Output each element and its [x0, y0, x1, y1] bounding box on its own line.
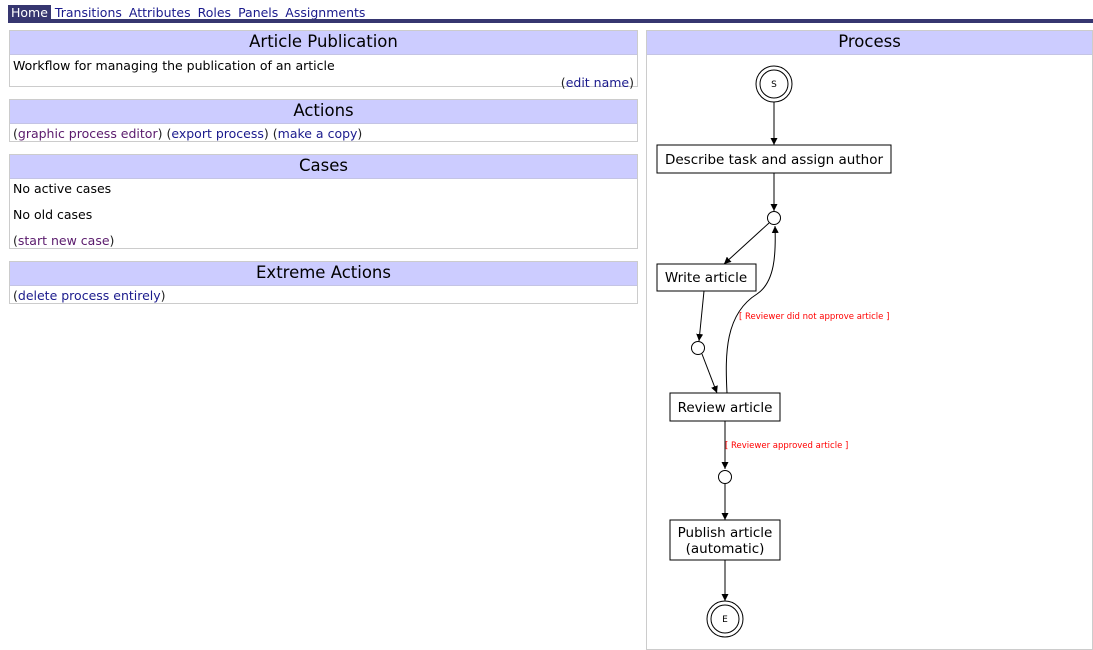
- make-copy-link[interactable]: make a copy: [277, 126, 358, 141]
- edge-place-to-write: [723, 222, 770, 265]
- start-case-row: (start new case): [13, 233, 115, 248]
- start-node[interactable]: S: [755, 65, 793, 103]
- nav-divider: [8, 19, 1093, 23]
- task-review[interactable]: Review article: [669, 392, 781, 422]
- tab-home[interactable]: Home: [8, 5, 51, 20]
- cases-panel: Cases No active cases No old cases (star…: [9, 154, 638, 249]
- place-after-describe[interactable]: [767, 211, 781, 225]
- edge-write-to-place: [696, 290, 705, 342]
- end-node[interactable]: E: [706, 600, 744, 638]
- extreme-actions-panel: Extreme Actions (delete process entirely…: [9, 261, 638, 304]
- tab-assignments[interactable]: Assignments: [285, 5, 366, 20]
- task-publish-label-line1: Publish article: [678, 525, 773, 541]
- task-write[interactable]: Write article: [656, 263, 757, 292]
- graphic-process-editor-link[interactable]: graphic process editor: [17, 126, 158, 141]
- actions-panel: Actions (graphic process editor) (export…: [9, 99, 638, 142]
- task-write-label: Write article: [665, 270, 747, 286]
- actions-title: Actions: [10, 100, 637, 124]
- task-describe-label: Describe task and assign author: [665, 152, 883, 168]
- extreme-actions-title: Extreme Actions: [10, 262, 637, 286]
- process-diagram: S Describe task and assign author Write …: [656, 65, 892, 638]
- cases-title: Cases: [10, 155, 637, 179]
- workflow-description: Workflow for managing the publication of…: [13, 58, 335, 73]
- delete-process-link[interactable]: delete process entirely: [17, 288, 161, 303]
- export-process-link[interactable]: export process: [171, 126, 264, 141]
- task-describe[interactable]: Describe task and assign author: [656, 144, 892, 174]
- task-publish[interactable]: Publish article (automatic): [669, 519, 781, 561]
- active-cases-text: No active cases: [13, 181, 112, 196]
- place-after-review[interactable]: [718, 470, 732, 484]
- tab-transitions[interactable]: Transitions: [54, 5, 122, 20]
- article-publication-title: Article Publication: [10, 31, 637, 55]
- tab-attributes[interactable]: Attributes: [128, 5, 191, 20]
- end-node-label: E: [722, 615, 728, 625]
- process-title: Process: [647, 31, 1092, 55]
- edge-place-to-review: [701, 353, 718, 394]
- tab-roles[interactable]: Roles: [197, 5, 232, 20]
- top-navigation: Home Transitions Attributes Roles Panels…: [8, 4, 369, 20]
- place-after-write[interactable]: [691, 341, 705, 355]
- process-panel: Process S Describe task and assign autho…: [646, 30, 1093, 650]
- edge-review-not-approved: [725, 225, 779, 394]
- task-review-label: Review article: [678, 400, 773, 416]
- task-publish-label-line2: (automatic): [686, 541, 765, 557]
- guard-approved: [ Reviewer approved article ]: [725, 441, 848, 451]
- guard-not-approved: [ Reviewer did not approve article ]: [739, 312, 889, 322]
- edit-name-link[interactable]: edit name: [565, 75, 630, 90]
- edit-name-row: (edit name): [560, 75, 634, 90]
- start-node-label: S: [771, 80, 777, 90]
- article-publication-panel: Article Publication Workflow for managin…: [9, 30, 638, 90]
- old-cases-text: No old cases: [13, 207, 93, 222]
- start-new-case-link[interactable]: start new case: [17, 233, 110, 248]
- tab-panels[interactable]: Panels: [238, 5, 279, 20]
